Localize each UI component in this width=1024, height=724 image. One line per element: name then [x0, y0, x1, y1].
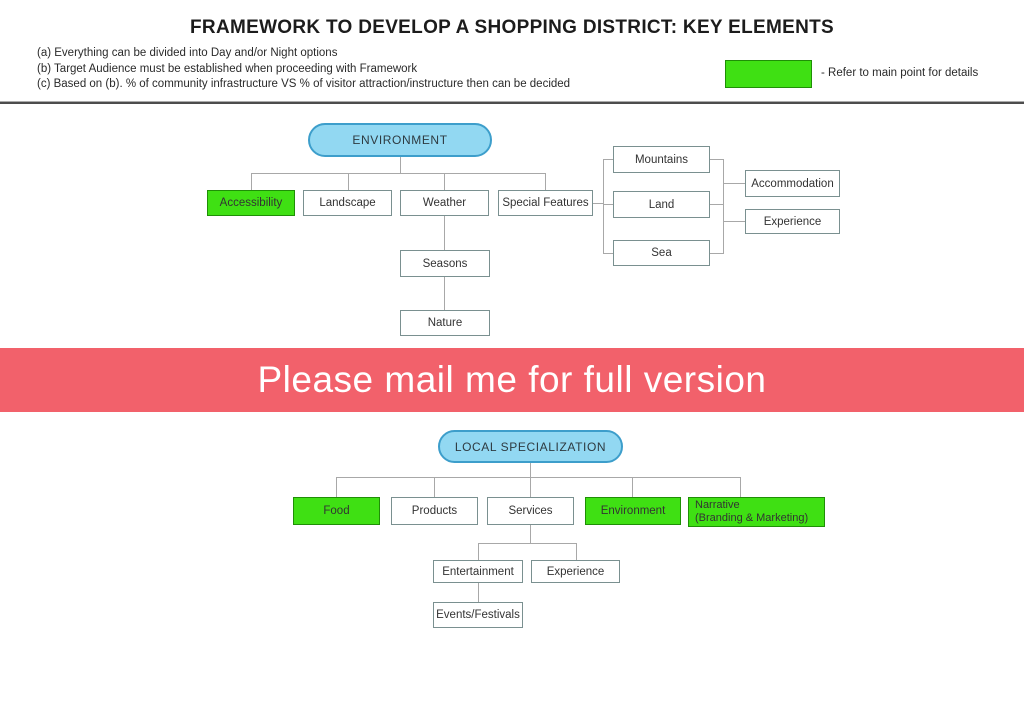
- node-products: Products: [391, 497, 478, 525]
- node-accessibility: Accessibility: [207, 190, 295, 216]
- node-food: Food: [293, 497, 380, 525]
- connector-line: [251, 173, 252, 190]
- legend-green-swatch: [725, 60, 812, 88]
- connector-line: [434, 477, 435, 497]
- connector-line: [632, 477, 633, 497]
- node-environment-root: ENVIRONMENT: [308, 123, 492, 157]
- connector-line: [478, 543, 479, 560]
- node-mountains: Mountains: [613, 146, 710, 173]
- connector-line: [710, 204, 723, 205]
- node-landscape: Landscape: [303, 190, 392, 216]
- note-line-b: (b) Target Audience must be established …: [37, 62, 418, 75]
- node-local-specialization-root: LOCAL SPECIALIZATION: [438, 430, 623, 463]
- node-entertainment: Entertainment: [433, 560, 523, 583]
- node-environment-child: Environment: [585, 497, 681, 525]
- node-narrative-line1: Narrative: [695, 499, 740, 511]
- watermark-banner-text: Please mail me for full version: [257, 359, 767, 400]
- connector-line: [710, 159, 723, 160]
- legend-label: - Refer to main point for details: [821, 67, 979, 79]
- connector-line: [603, 159, 613, 160]
- connector-line: [530, 463, 531, 477]
- node-nature: Nature: [400, 310, 490, 336]
- node-seasons: Seasons: [400, 250, 490, 277]
- connector-line: [478, 583, 479, 602]
- connector-line: [444, 173, 445, 190]
- watermark-banner: Please mail me for full version: [0, 348, 1024, 412]
- connector-line: [444, 277, 445, 310]
- page-title: FRAMEWORK TO DEVELOP A SHOPPING DISTRICT…: [190, 17, 834, 38]
- separator-line: [0, 101, 1024, 104]
- node-special-features: Special Features: [498, 190, 593, 216]
- connector-line: [348, 173, 349, 190]
- connector-line: [251, 173, 546, 174]
- connector-line: [593, 203, 603, 204]
- node-narrative: Narrative (Branding & Marketing): [688, 497, 825, 527]
- connector-line: [603, 159, 604, 254]
- connector-line: [603, 253, 613, 254]
- connector-line: [530, 525, 531, 543]
- notes-block: (a) Everything can be divided into Day a…: [37, 46, 570, 93]
- node-accommodation: Accommodation: [745, 170, 840, 197]
- connector-line: [530, 477, 531, 497]
- connector-line: [740, 477, 741, 497]
- node-land: Land: [613, 191, 710, 218]
- node-weather: Weather: [400, 190, 489, 216]
- connector-line: [576, 543, 577, 560]
- connector-line: [723, 221, 745, 222]
- node-sea: Sea: [613, 240, 710, 266]
- node-services: Services: [487, 497, 574, 525]
- connector-line: [444, 216, 445, 250]
- note-line-a: (a) Everything can be divided into Day a…: [37, 47, 338, 59]
- connector-line: [545, 173, 546, 190]
- note-line-c: (c) Based on (b). % of community infrast…: [37, 78, 571, 90]
- connector-line: [336, 477, 337, 497]
- connector-line: [723, 159, 724, 254]
- connector-line: [478, 543, 577, 544]
- connector-line: [603, 204, 613, 205]
- connector-line: [723, 183, 745, 184]
- node-narrative-line2: (Branding & Marketing): [695, 512, 809, 524]
- connector-line: [400, 157, 401, 173]
- connector-line: [336, 477, 741, 478]
- node-experience-top: Experience: [745, 209, 840, 234]
- connector-line: [710, 253, 723, 254]
- node-events-festivals: Events/Festivals: [433, 602, 523, 628]
- node-experience-bottom: Experience: [531, 560, 620, 583]
